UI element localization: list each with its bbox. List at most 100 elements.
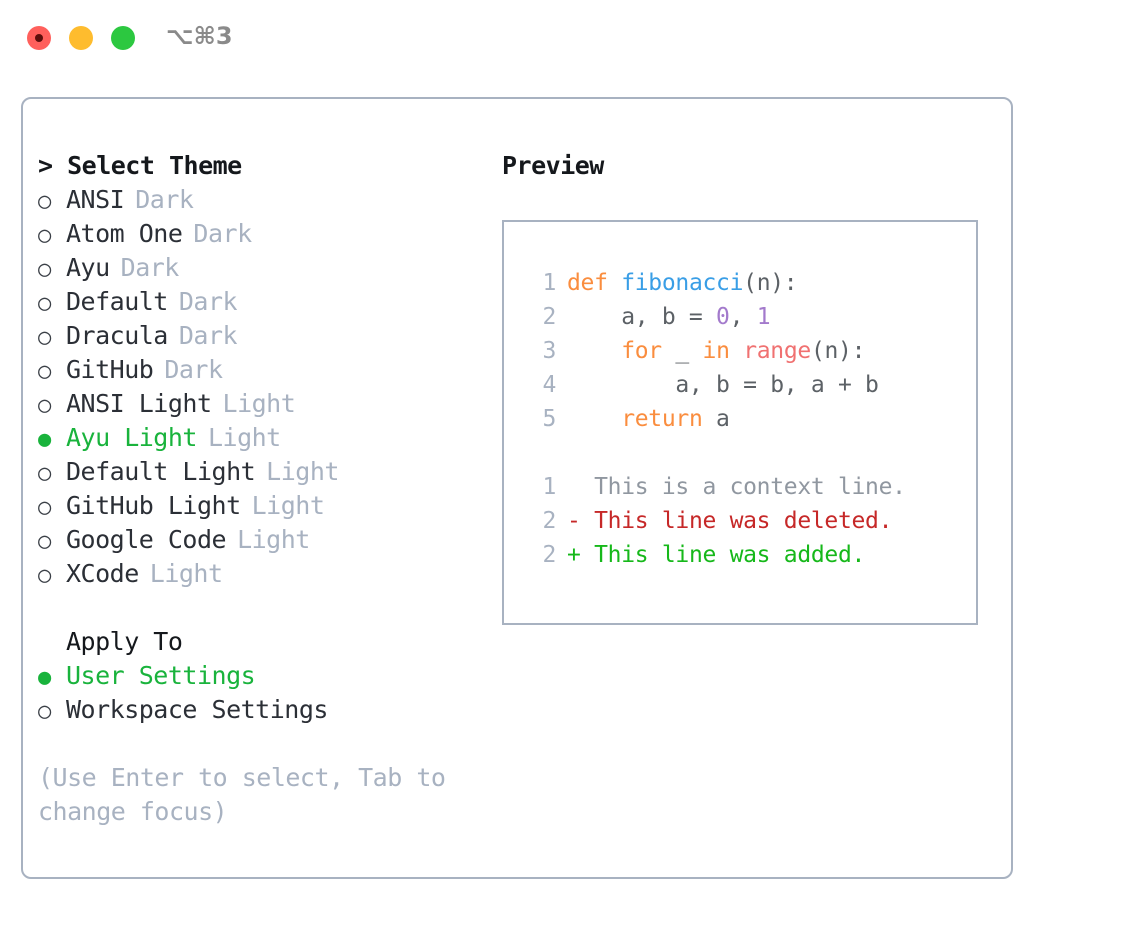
- theme-option-label: ANSI: [66, 185, 125, 214]
- theme-variant-tag: Dark: [193, 219, 252, 248]
- radio-unselected-icon: ○: [38, 529, 51, 554]
- close-button[interactable]: [27, 26, 51, 50]
- apply-to-option-user-settings[interactable]: ●User Settings: [38, 659, 478, 693]
- code-token: 1: [756, 304, 771, 330]
- code-token: a: [702, 406, 730, 432]
- radio-unselected-icon: ○: [38, 291, 51, 316]
- preview-title: Preview: [502, 151, 604, 180]
- theme-variant-tag: Light: [149, 559, 223, 588]
- apply-to-header: ○ Apply To: [38, 625, 478, 659]
- keyboard-hint: (Use Enter to select, Tab to change focu…: [38, 763, 446, 826]
- theme-variant-tag: Dark: [178, 287, 238, 316]
- theme-option-label: ANSI Light: [66, 389, 212, 418]
- theme-option-label: Ayu Light: [66, 423, 197, 452]
- theme-option-label: Default Light: [66, 457, 256, 486]
- code-line: 1 def fibonacci(n):: [522, 266, 970, 300]
- theme-option-xcode[interactable]: ○ XCode Light: [38, 557, 478, 591]
- code-line-text: a, b = 0, 1: [567, 300, 770, 334]
- diff-line-text: This is a context line.: [580, 474, 906, 500]
- apply-to-option-label: Workspace Settings: [66, 695, 328, 724]
- diff-line: 2 + This line was added.: [522, 538, 970, 572]
- section-spacer: [38, 591, 478, 625]
- code-token: [567, 406, 621, 432]
- theme-variant-tag: Dark: [178, 321, 238, 350]
- code-token: (n):: [810, 338, 866, 364]
- title-bar: ⌥⌘3: [0, 0, 1140, 78]
- code-token: return: [621, 406, 703, 432]
- code-line-text: a, b = b, a + b: [567, 368, 879, 402]
- theme-variant-tag: Light: [266, 457, 339, 486]
- theme-option-label: GitHub Light: [66, 491, 241, 520]
- theme-variant-tag: Light: [237, 525, 310, 554]
- radio-unselected-icon: ○: [38, 461, 51, 486]
- select-theme-header: > Select Theme: [38, 151, 242, 180]
- theme-option-ansi-light[interactable]: ○ ANSI Light Light: [38, 387, 478, 421]
- radio-unselected-icon: ○: [38, 393, 51, 418]
- radio-unselected-icon: ○: [38, 257, 51, 282]
- apply-to-label: Apply To: [66, 627, 183, 656]
- code-token: a, b =: [567, 304, 717, 330]
- code-token: [567, 338, 621, 364]
- code-line-number: 5: [542, 406, 556, 432]
- diff-line-number: 2: [542, 542, 556, 568]
- code-line-text: for _ in range(n):: [567, 334, 865, 368]
- code-token: def: [567, 270, 622, 296]
- code-token: range: [743, 338, 811, 364]
- theme-variant-tag: Light: [222, 389, 296, 418]
- diff-line: 1 This is a context line.: [522, 470, 970, 504]
- code-token: a, b = b, a + b: [567, 372, 879, 398]
- radio-unselected-icon: ○: [38, 563, 51, 588]
- theme-option-dracula[interactable]: ○ Dracula Dark: [38, 319, 478, 353]
- code-line: 3 for _ in range(n):: [522, 334, 970, 368]
- code-line-text: return a: [567, 402, 730, 436]
- theme-option-default-light[interactable]: ○ Default Light Light: [38, 455, 478, 489]
- apply-to-option-workspace-settings[interactable]: ○ Workspace Settings: [38, 693, 478, 727]
- diff-marker: -: [567, 508, 581, 534]
- diff-marker: [567, 470, 581, 504]
- radio-unselected-icon: ○: [38, 189, 51, 214]
- theme-variant-tag: Light: [207, 423, 281, 452]
- code-line-number: 1: [542, 270, 556, 296]
- radio-unselected-icon: ○: [38, 325, 51, 350]
- code-token: [730, 338, 744, 364]
- minimize-button[interactable]: [69, 26, 93, 50]
- radio-selected-icon: ●: [38, 665, 51, 690]
- radio-unselected-icon: ○: [38, 359, 51, 384]
- traffic-lights: [27, 26, 135, 50]
- diff-sample: 1 This is a context line. 2- This line wa…: [522, 470, 970, 572]
- code-diff-spacer: [522, 436, 970, 470]
- maximize-button[interactable]: [111, 26, 135, 50]
- theme-variant-tag: Light: [251, 491, 325, 520]
- keyboard-shortcut-label: ⌥⌘3: [166, 22, 233, 50]
- code-token: (n):: [743, 270, 798, 296]
- code-line-text: def fibonacci(n):: [567, 266, 798, 300]
- theme-option-label: Atom One: [66, 219, 183, 248]
- code-token: for: [621, 338, 662, 364]
- theme-option-label: Ayu: [66, 253, 110, 282]
- radio-unselected-icon: ○: [38, 495, 51, 520]
- code-token: in: [702, 338, 730, 364]
- diff-marker: +: [567, 542, 581, 568]
- diff-line-text: This line was added.: [580, 542, 866, 568]
- radio-unselected-icon: ○: [38, 699, 51, 724]
- theme-option-github-light[interactable]: ○ GitHub Light Light: [38, 489, 478, 523]
- code-line-number: 4: [542, 372, 556, 398]
- code-token: _: [661, 338, 703, 364]
- code-line: 5 return a: [522, 402, 970, 436]
- theme-option-label: XCode: [66, 559, 139, 588]
- theme-option-label: Dracula: [66, 321, 168, 350]
